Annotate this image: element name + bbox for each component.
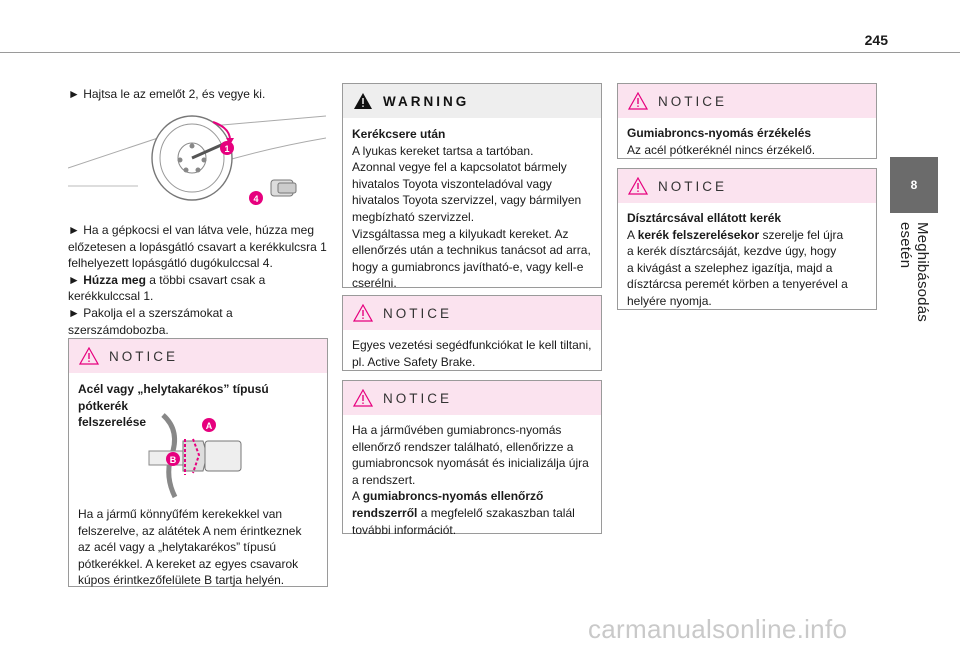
notice-body-line4: a rendszert. [352, 472, 416, 487]
wheel-bolt-illustration: 1 4 [68, 115, 326, 205]
notice-label: NOTICE [658, 178, 728, 194]
step-store-line2: szerszámdobozba. [68, 322, 169, 337]
notice-header: NOTICE [618, 169, 876, 203]
step-antitheft-line2: előzetesen a lopásgátló csavart a kerékk… [68, 239, 327, 254]
chapter-tab[interactable]: 8 [890, 157, 938, 213]
callout-a: A [206, 421, 213, 431]
warning-line8: hogy a gumiabroncs javítható-e, vagy kel… [352, 259, 584, 274]
notice-body-line4: pótkerékkel. A kereket az egyes csavarok [78, 556, 299, 571]
warning-triangle-icon [354, 93, 372, 109]
caution-triangle-icon [79, 347, 99, 365]
notice-body-line1: Egyes vezetési segédfunkciókat le kell t… [352, 338, 592, 352]
notice-body-line5: kúpos érintkezőfelülete B tartja helyén. [78, 573, 285, 588]
caution-triangle-icon [353, 389, 373, 407]
warning-line4: hivatalos Toyota szervizzel, vagy bármil… [352, 193, 582, 208]
notice-label: NOTICE [109, 348, 179, 364]
notice-pressure-sensing: NOTICE Gumiabroncs-nyomás érzékelés Az a… [617, 83, 877, 159]
warning-line7: ellenőrzés után a technikus tanácsot ad … [352, 243, 591, 258]
notice-body-line1: Ha a járművében gumiabroncs-nyomás [352, 423, 562, 437]
notice-body-line5: A gumiabroncs-nyomás ellenőrző [352, 489, 544, 504]
warning-label: WARNING [383, 93, 470, 109]
notice-body-line5: helyére nyomja. [627, 293, 712, 308]
notice-steel-spare: NOTICE Acél vagy „helytakarékos” típusú … [68, 338, 328, 587]
step-tighten-line2: kerékkulccsal 1. [68, 289, 154, 304]
callout-b: B [170, 455, 177, 465]
warning-line1: A lyukas kereket tartsa a tartóban. [352, 143, 534, 158]
notice-title: Dísztárcsával ellátott kerék [627, 211, 782, 225]
lug-bolt-illustration: A B [148, 413, 242, 499]
notice-body-line3: gumiabroncsok nyomását és inicializálja … [352, 456, 589, 471]
notice-body-line4: dísztárcsa peremét körben a tenyerével a [627, 277, 848, 292]
notice-label: NOTICE [383, 390, 453, 406]
notice-body-line2: ellenőrző rendszer található, ellenőrizz… [352, 439, 574, 454]
step-antitheft-line1: ► Ha a gépkocsi el van látva vele, húzza… [68, 223, 315, 237]
warning-after-wheel-change: WARNING Kerékcsere után A lyukas kereket… [342, 83, 602, 290]
caution-triangle-icon [353, 304, 373, 322]
warning-line3: hivatalos Toyota viszonteladóval vagy [352, 176, 552, 191]
tighten-emphasis: Húzza meg [83, 272, 146, 287]
caution-triangle-icon [628, 177, 648, 195]
notice-title: Gumiabroncs-nyomás érzékelés [627, 126, 812, 140]
notice-tpms: NOTICE Ha a járművében gumiabroncs-nyomá… [342, 380, 602, 537]
instructions-steps: ► Ha a gépkocsi el van látva vele, húzza… [68, 222, 330, 338]
caution-triangle-icon [628, 92, 648, 110]
warning-line9: cserélni. [352, 276, 397, 291]
page-number: 245 [864, 32, 888, 48]
notice-body-line1: A kerék felszerelésekor szerelje fel újr… [627, 227, 844, 242]
notice-body-line6: rendszerről a megfelelő szakaszban talál [352, 505, 575, 520]
instructions-column: ► Hajtsa le az emelőt 2, és vegye ki. [68, 86, 326, 103]
notice-body-line2: felszerelve, az alátétek A nem érintkezn… [78, 523, 302, 538]
notice-header: NOTICE [343, 296, 601, 330]
warning-header: WARNING [343, 84, 601, 118]
callout-4: 4 [253, 194, 258, 204]
notice-body-line3: az acél vagy a „helytakarékos” típusú [78, 540, 277, 555]
notice-header: NOTICE [69, 339, 327, 373]
notice-body-line1: Ha a jármű könnyűfém kerekekkel van [78, 507, 283, 521]
callout-1: 1 [224, 144, 229, 154]
notice-label: NOTICE [383, 305, 453, 321]
notice-body-line2: a kerék dísztárcsáját, kezdve úgy, hogy [627, 244, 837, 259]
step-tighten: ► Húzza meg a többi csavart csak a [68, 272, 266, 287]
step-antitheft-line3: felhelyezett lopásgátló dugókulccsal 4. [68, 256, 273, 271]
notice-body-line2: pl. Active Safety Brake. [352, 354, 476, 369]
notice-wheel-trim: NOTICE Dísztárcsával ellátott kerék A ke… [617, 168, 877, 310]
notice-driving-aids: NOTICE Egyes vezetési segédfunkciókat le… [342, 295, 602, 371]
notice-body-line7: további információt. [352, 522, 457, 537]
header-rule [0, 52, 960, 53]
notice-title-line2: felszerelése [78, 415, 147, 430]
warning-line2: Azonnal vegye fel a kapcsolatot bármely [352, 160, 567, 175]
notice-label: NOTICE [658, 93, 728, 109]
warning-line6: Vizsgáltassa meg a kilyukadt kereket. Az [352, 226, 569, 241]
warning-title: Kerékcsere után [352, 127, 446, 141]
notice-header: NOTICE [343, 381, 601, 415]
notice-body-line3: a kivágást a szelephez igazítja, majd a [627, 260, 833, 275]
warning-line5: megbízható szervizzel. [352, 209, 475, 224]
step-store-line1: ► Pakolja el a szerszámokat a [68, 305, 233, 320]
notice-title-line1: Acél vagy „helytakarékos” típusú pótkeré… [78, 382, 269, 413]
step-lower-jack: ► Hajtsa le az emelőt 2, és vegye ki. [68, 87, 266, 101]
chapter-title: Meghibásodás esetén [897, 222, 931, 322]
notice-body: Az acél pótkeréknél nincs érzékelő. [627, 142, 816, 157]
watermark: carmanualsonline.info [588, 614, 848, 644]
notice-header: NOTICE [618, 84, 876, 118]
